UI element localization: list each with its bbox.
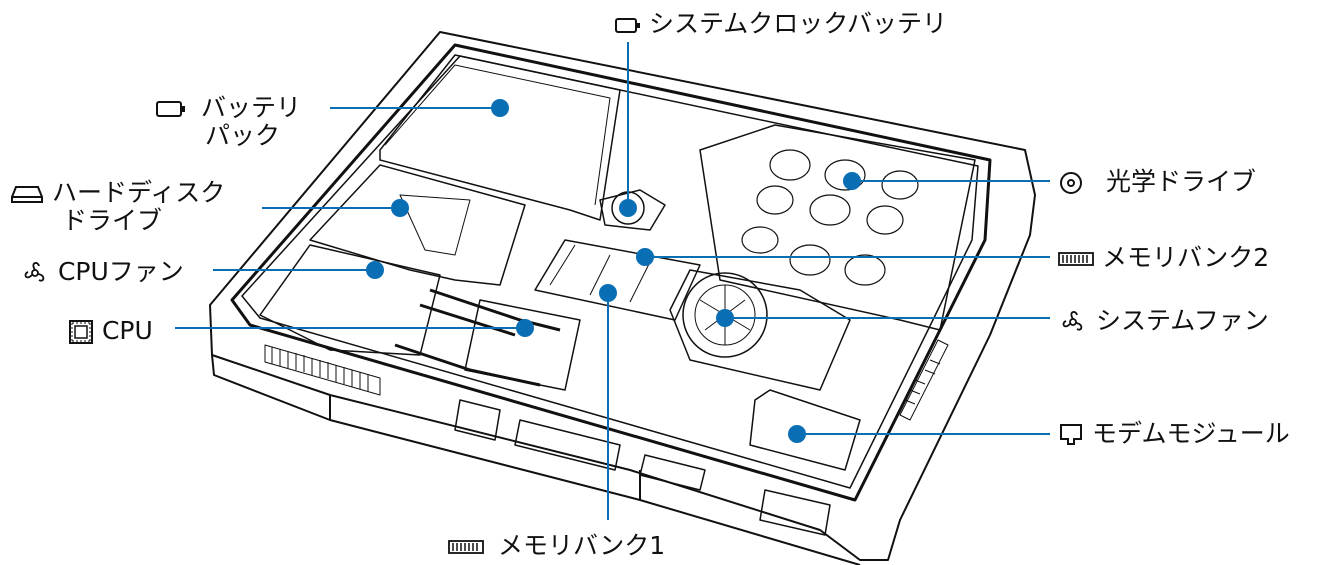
- label-battery-pack: バッテリ: [155, 92, 301, 123]
- memory-icon: [448, 540, 484, 554]
- dot-battery-pack: [491, 99, 509, 117]
- memory-icon: [1058, 252, 1094, 266]
- hard-disk-icon: [11, 186, 43, 203]
- battery-icon: [156, 101, 185, 117]
- dot-optical-drive: [843, 172, 861, 190]
- label-modem-module: モデムモジュール: [1058, 418, 1290, 449]
- label-memory-bank-1: メモリバンク1: [448, 530, 665, 561]
- dot-memory-bank-1: [599, 284, 617, 302]
- label-battery-pack-line2: パック: [205, 121, 281, 150]
- label-optical-drive: 光学ドライブ: [1058, 166, 1256, 197]
- dot-memory-bank-2: [636, 248, 654, 266]
- label-cpu: CPU: [68, 315, 153, 346]
- label-cpu-fan: CPUファン: [20, 256, 184, 287]
- label-hard-disk-drive: ハードディスク: [10, 177, 225, 208]
- chip-icon: [69, 320, 93, 344]
- dot-system-fan: [716, 309, 734, 327]
- dot-system-clock-battery: [619, 199, 637, 217]
- dot-cpu: [516, 319, 534, 337]
- callout-dots: [366, 99, 861, 443]
- fan-icon: [24, 262, 45, 282]
- label-system-fan: システムファン: [1058, 305, 1269, 336]
- dot-hard-disk-drive: [391, 199, 409, 217]
- label-system-clock-battery: システムクロックバッテリ: [615, 8, 947, 39]
- dot-cpu-fan: [366, 261, 384, 279]
- fan-icon: [1062, 311, 1083, 331]
- laptop-outline: [209, 31, 1036, 565]
- disc-icon: [1060, 172, 1082, 194]
- callout-lines: [175, 42, 1050, 520]
- label-hard-disk-drive-line2: ドライブ: [62, 206, 163, 235]
- modem-icon: [1060, 424, 1082, 445]
- battery-icon: [615, 18, 640, 33]
- label-memory-bank-2: メモリバンク2: [1058, 242, 1269, 273]
- dot-modem-module: [788, 425, 806, 443]
